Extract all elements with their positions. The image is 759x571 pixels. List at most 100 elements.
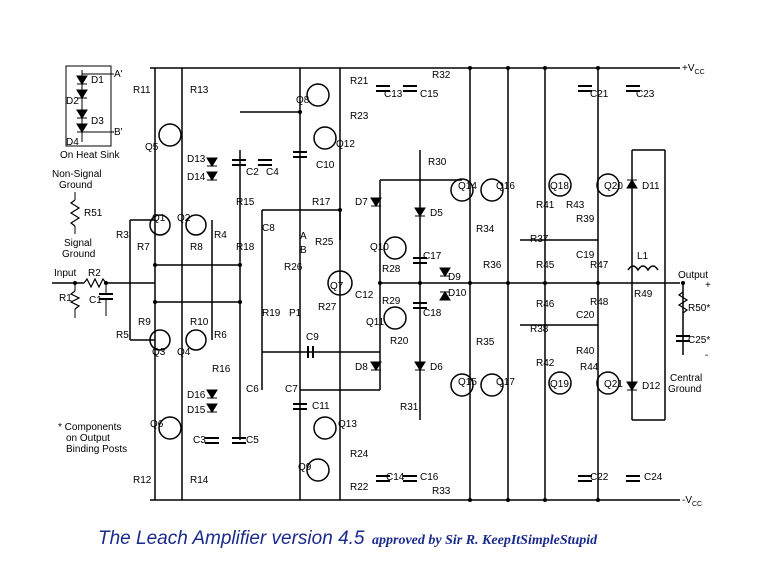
central-ground-label-2: Ground [668, 384, 701, 395]
d10-label: D10 [448, 288, 467, 299]
l1-label: L1 [637, 251, 649, 262]
r6-label: R6 [214, 330, 227, 341]
r47-label: R47 [590, 260, 609, 271]
r48-label: R48 [590, 297, 609, 308]
c4-label: C4 [266, 167, 279, 178]
q2-label: Q2 [177, 213, 191, 224]
q6-label: Q6 [150, 419, 164, 430]
q1-label: Q1 [152, 213, 166, 224]
output-plus-label: + [705, 280, 711, 291]
non-signal-ground-label-2: Ground [59, 180, 92, 191]
r23-label: R23 [350, 111, 369, 122]
r19-label: R19 [262, 308, 281, 319]
r3-label: R3 [116, 230, 129, 241]
junction-dots [153, 66, 685, 502]
d6-label: D6 [430, 362, 443, 373]
node-a-label: A [300, 231, 307, 242]
schematic-subtitle: approved by Sir R. KeepItSimpleStupid [372, 533, 598, 548]
c1-label: C1 [89, 295, 102, 306]
r40-label: R40 [576, 346, 595, 357]
r18-label: R18 [236, 242, 255, 253]
d15-label: D15 [187, 405, 206, 416]
c8-label: C8 [262, 223, 275, 234]
c14-label: C14 [386, 472, 405, 483]
vas-stage [240, 68, 680, 500]
p1-label: P1 [289, 308, 302, 319]
r9-label: R9 [138, 317, 151, 328]
r22-label: R22 [350, 482, 369, 493]
d3-label: D3 [91, 116, 104, 127]
c6-label: C6 [246, 384, 259, 395]
output-stage [469, 68, 690, 500]
r33-label: R33 [432, 486, 451, 497]
c18-label: C18 [423, 308, 442, 319]
d8-label: D8 [355, 362, 368, 373]
r24-label: R24 [350, 449, 369, 460]
input-stage [129, 68, 241, 500]
node-b-label: B [300, 245, 307, 256]
r34-label: R34 [476, 224, 495, 235]
c15-label: C15 [420, 89, 439, 100]
r49-label: R49 [634, 289, 653, 300]
components-note-line3: Binding Posts [66, 444, 127, 455]
q8-label: Q8 [296, 95, 310, 106]
bias-diodes [206, 150, 638, 420]
signal-ground-label: Signal [64, 238, 92, 249]
r37-label: R37 [530, 234, 549, 245]
c25-label: C25* [688, 335, 710, 346]
central-ground-label: Central [670, 373, 702, 384]
non-signal-ground-label: Non-Signal [52, 169, 101, 180]
c5-label: C5 [246, 435, 259, 446]
r29-label: R29 [382, 296, 401, 307]
r51-resistor [69, 192, 81, 234]
schematic-title: The Leach Amplifier version 4.5 [98, 528, 365, 549]
b-prime-label: B' [114, 127, 123, 138]
d4-label: D4 [66, 137, 79, 148]
r10-label: R10 [190, 317, 209, 328]
signal-ground-label-2: Ground [62, 249, 95, 260]
output-label: Output [678, 270, 708, 281]
c22-label: C22 [590, 472, 609, 483]
c20-label: C20 [576, 310, 595, 321]
r16-label: R16 [212, 364, 231, 375]
r42-label: R42 [536, 358, 555, 369]
r36-label: R36 [483, 260, 502, 271]
d16-label: D16 [187, 390, 206, 401]
components-note-line2: on Output [66, 433, 110, 444]
d11-label: D11 [642, 181, 660, 192]
q11-label: Q11 [366, 317, 385, 328]
r11-label: R11 [133, 85, 151, 96]
r30-label: R30 [428, 157, 447, 168]
r1-label: R1 [59, 293, 72, 304]
c19-label: C19 [576, 250, 595, 261]
bypass-caps [205, 85, 640, 482]
c16-label: C16 [420, 472, 439, 483]
q15-label: Q15 [458, 377, 477, 388]
heat-sink-block: D1 D2 D3 D4 A' B' On Heat Sink [60, 65, 123, 161]
c21-label: C21 [590, 89, 609, 100]
r15-label: R15 [236, 197, 255, 208]
d14-label: D14 [187, 172, 206, 183]
d5-label: D5 [430, 208, 443, 219]
r21-label: R21 [350, 76, 369, 87]
q9-label: Q9 [298, 462, 312, 473]
r7-label: R7 [137, 242, 150, 253]
q16-label: Q16 [496, 181, 515, 192]
q21-label: Q21 [604, 379, 623, 390]
q18-label: Q18 [550, 181, 569, 192]
r41-label: R41 [536, 200, 555, 211]
r45-label: R45 [536, 260, 555, 271]
r51-label: R51 [84, 208, 103, 219]
d9-label: D9 [448, 272, 461, 283]
r20-label: R20 [390, 336, 409, 347]
d13-label: D13 [187, 154, 206, 165]
r35-label: R35 [476, 337, 495, 348]
r17-label: R17 [312, 197, 331, 208]
q14-label: Q14 [458, 181, 477, 192]
c23-label: C23 [636, 89, 655, 100]
input-network [52, 277, 155, 318]
r38-label: R38 [530, 324, 549, 335]
c24-label: C24 [644, 472, 663, 483]
c9-label: C9 [306, 332, 319, 343]
r8-label: R8 [190, 242, 203, 253]
